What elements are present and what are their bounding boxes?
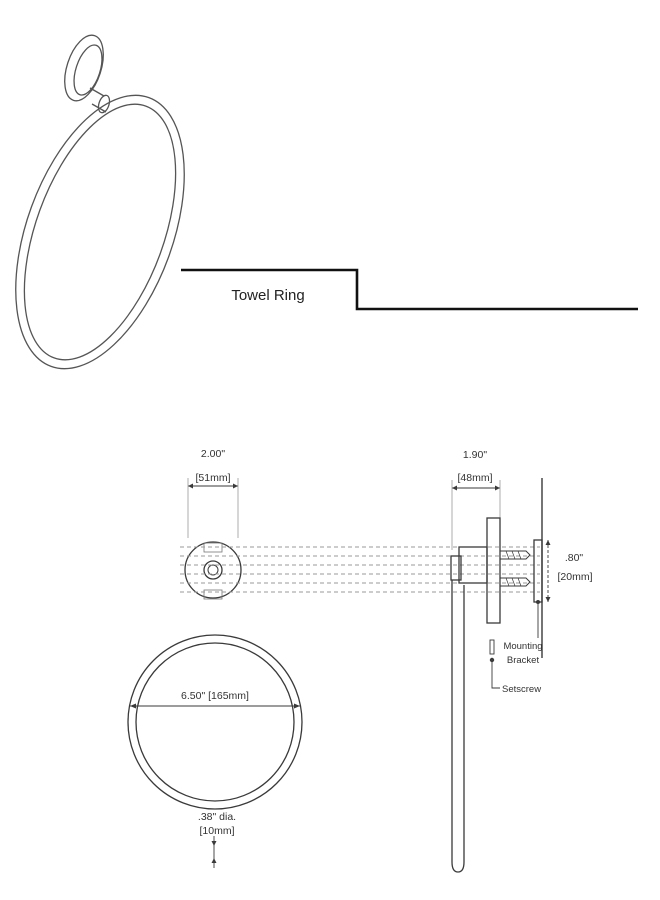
side-ring-rod [451,580,465,873]
plate-width-label: 2.00" [201,448,225,460]
bracket-dimension-label: .80" [565,552,584,564]
setscrew-label: Setscrew [502,684,541,695]
rod-diameter-mm-label: [10mm] [199,825,234,837]
front-view [127,478,303,868]
front-wall-plate [184,541,242,599]
projection-mm-label: [48mm] [457,472,492,484]
towel-ring-perspective-drawing [15,34,185,370]
title-step-line [181,268,638,311]
front-ring-inner [135,642,295,802]
bracket-dimension-mm-label: [20mm] [557,571,592,583]
rod-diameter-label: .38" dia. [198,811,236,823]
side-view [450,478,551,873]
ring-diameter-label: 6.50" [165mm] [181,690,249,702]
mounting-bracket-label-1: Mounting [503,641,542,652]
side-post [458,546,488,584]
front-view-labels: 2.00" [51mm] 6.50" [165mm] .38" dia. [10… [174,448,256,837]
projection-lines [180,546,540,593]
projection-label: 1.90" [463,449,487,461]
side-view-labels: 1.90" [48mm] .80" [20mm] Mounting Bracke… [457,449,592,695]
side-rosette [486,517,501,624]
title-banner: Towel Ring [181,268,638,311]
mounting-bracket [533,539,543,603]
diagram-title: Towel Ring [231,287,304,304]
plate-width-mm-label: [51mm] [195,472,230,484]
mounting-bracket-label-2: Bracket [507,655,540,666]
front-ring-outer [127,634,303,810]
